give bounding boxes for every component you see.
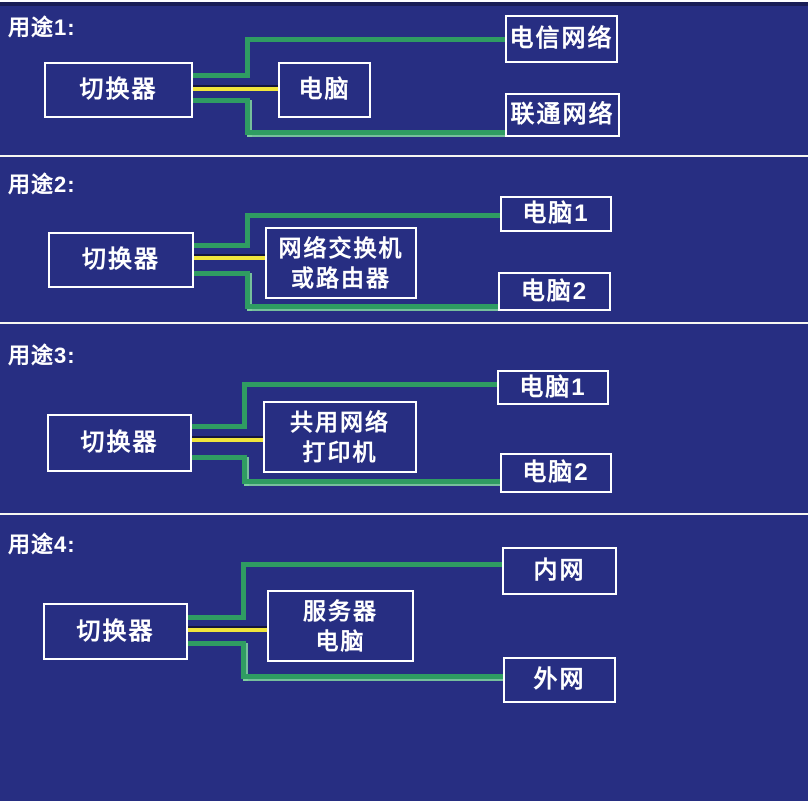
green-link-bottom-v bbox=[242, 455, 247, 484]
target-top-label: 电脑1 bbox=[522, 200, 590, 228]
target-bottom-box: 外网 bbox=[503, 657, 616, 703]
green-link-bottom-h1 bbox=[188, 641, 246, 646]
middle-device-label-line2: 或路由器 bbox=[291, 265, 391, 291]
section-divider-1 bbox=[0, 155, 808, 157]
middle-device-label-line1: 服务器 bbox=[303, 597, 378, 624]
yellow-link-line bbox=[193, 85, 278, 91]
switcher-box: 切换器 bbox=[47, 414, 192, 472]
target-bottom-box: 电脑2 bbox=[500, 453, 612, 493]
switcher-label: 切换器 bbox=[76, 617, 155, 645]
target-top-label: 内网 bbox=[533, 557, 586, 585]
yellow-link-line bbox=[188, 626, 267, 632]
middle-device-box: 网络交换机 或路由器 bbox=[265, 227, 417, 299]
target-bottom-box: 联通网络 bbox=[505, 93, 620, 137]
green-link-bottom-h1 bbox=[193, 98, 250, 103]
green-link-bottom-h1 bbox=[194, 271, 250, 276]
target-bottom-label: 外网 bbox=[533, 666, 586, 694]
green-link-bottom-h1 bbox=[192, 455, 247, 460]
switcher-box: 切换器 bbox=[48, 232, 194, 288]
section-divider-3 bbox=[0, 513, 808, 515]
section-label: 用途4: bbox=[8, 532, 76, 557]
target-bottom-label: 电脑2 bbox=[520, 277, 589, 305]
section-label: 用途1: bbox=[8, 15, 76, 40]
green-link-bottom-v bbox=[241, 641, 246, 679]
switcher-box: 切换器 bbox=[43, 603, 188, 660]
target-top-label: 电脑1 bbox=[519, 373, 587, 401]
green-link-top-h1 bbox=[192, 424, 247, 429]
green-link-bottom-v bbox=[245, 98, 250, 135]
green-link-top-h2 bbox=[245, 37, 505, 42]
target-top-box: 电脑1 bbox=[497, 370, 609, 405]
green-link-top-h1 bbox=[188, 615, 246, 620]
middle-device-label-line1: 共用网络 bbox=[290, 408, 390, 435]
yellow-link-line bbox=[194, 254, 265, 260]
green-link-top-v bbox=[245, 37, 250, 78]
middle-device-box: 电脑 bbox=[278, 62, 371, 118]
middle-device-label-line1: 电脑 bbox=[298, 76, 351, 104]
green-link-top-h1 bbox=[193, 73, 250, 78]
target-bottom-label: 联通网络 bbox=[510, 101, 615, 129]
middle-device-box: 服务器 电脑 bbox=[267, 590, 414, 662]
green-link-bottom-h2 bbox=[245, 130, 505, 135]
middle-device-label-line1: 网络交换机 bbox=[278, 234, 404, 261]
target-top-label: 电信网络 bbox=[509, 25, 614, 53]
target-bottom-label: 电脑2 bbox=[522, 459, 590, 487]
green-link-bottom-h2 bbox=[245, 304, 498, 309]
green-link-bottom-v bbox=[245, 271, 250, 309]
section-divider-2 bbox=[0, 322, 808, 324]
green-link-top-h2 bbox=[245, 213, 500, 218]
green-link-top-v bbox=[241, 562, 246, 620]
switcher-label: 切换器 bbox=[79, 76, 158, 104]
switcher-label: 切换器 bbox=[82, 246, 160, 274]
green-link-top-h2 bbox=[241, 562, 502, 567]
target-top-box: 电脑1 bbox=[500, 196, 612, 232]
green-link-top-h1 bbox=[194, 243, 250, 248]
yellow-link-line bbox=[192, 436, 263, 442]
target-top-box: 电信网络 bbox=[505, 15, 618, 63]
green-link-bottom-h2 bbox=[241, 674, 503, 679]
section-label: 用途2: bbox=[8, 172, 76, 197]
switcher-label: 切换器 bbox=[80, 429, 159, 457]
switcher-box: 切换器 bbox=[44, 62, 193, 118]
middle-device-box: 共用网络 打印机 bbox=[263, 401, 417, 473]
green-link-bottom-h2 bbox=[242, 479, 500, 484]
green-link-top-h2 bbox=[242, 382, 497, 387]
green-link-top-v bbox=[245, 213, 250, 248]
target-bottom-box: 电脑2 bbox=[498, 272, 611, 311]
middle-device-label-line2: 打印机 bbox=[302, 439, 378, 465]
section-label: 用途3: bbox=[8, 343, 76, 368]
target-top-box: 内网 bbox=[502, 547, 617, 595]
green-link-top-v bbox=[242, 382, 247, 429]
middle-device-label-line2: 电脑 bbox=[315, 628, 366, 654]
